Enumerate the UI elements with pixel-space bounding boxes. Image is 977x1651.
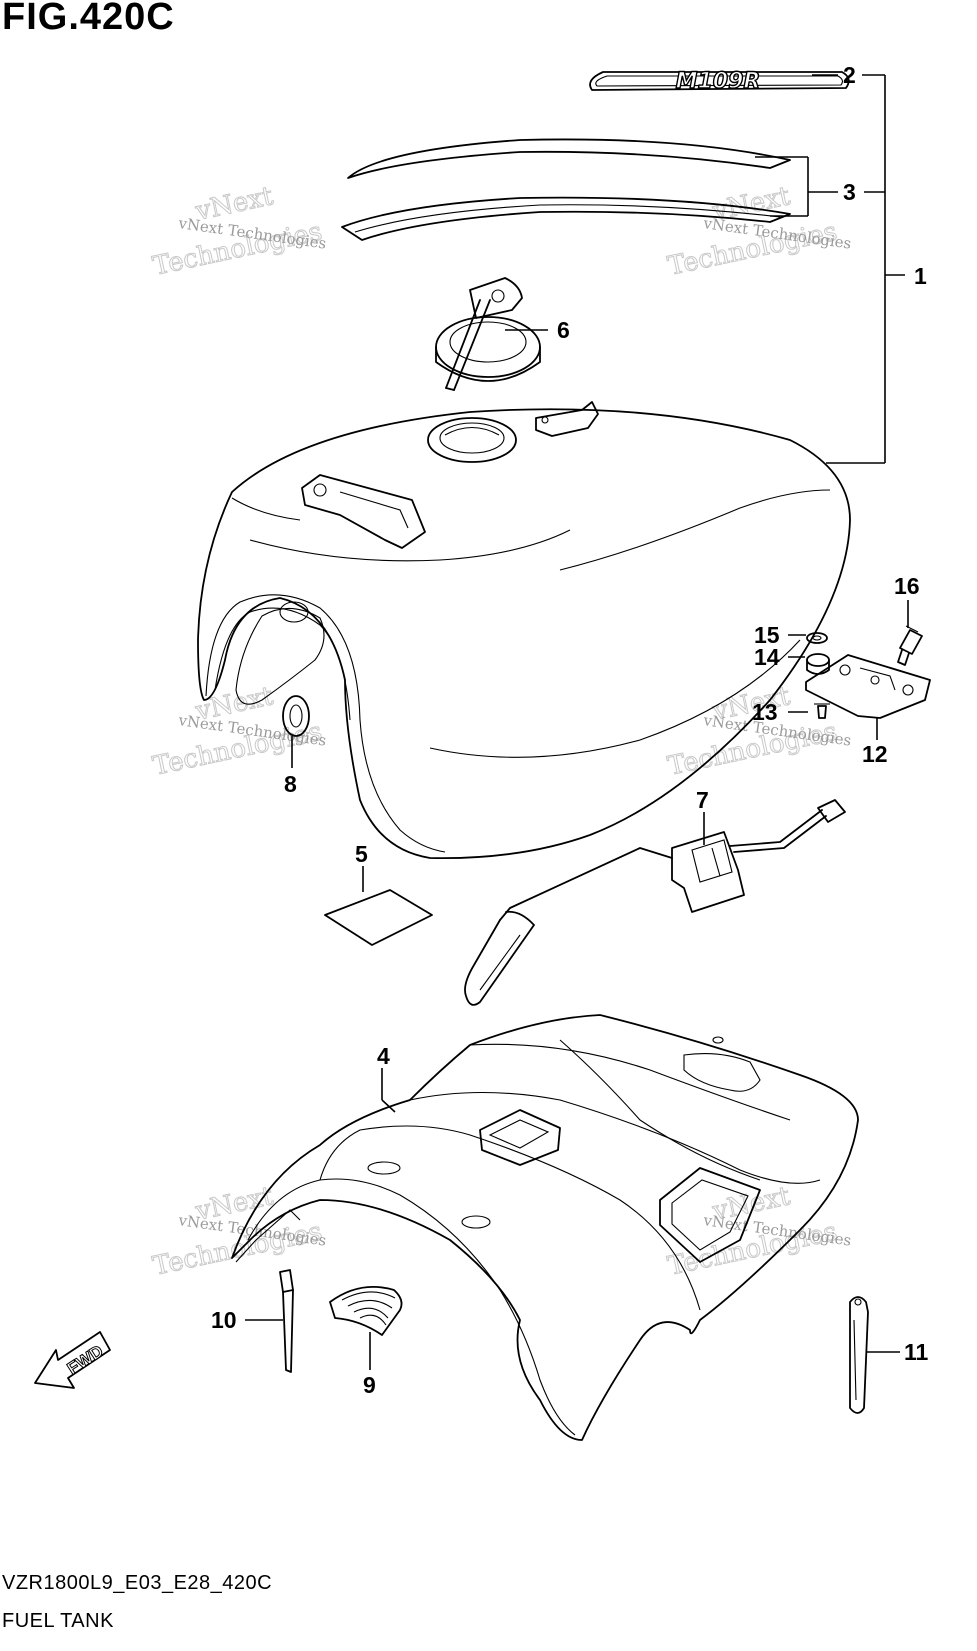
callout-14: 14 (754, 644, 780, 670)
watermark-mid-right: vNext Technologies vNext Technologies (665, 681, 853, 783)
watermark-mid-left: vNext Technologies vNext Technologies (150, 681, 328, 783)
callout-11: 11 (904, 1339, 929, 1365)
tank-cover-part (231, 1014, 859, 1441)
emblem-part: M109R (589, 68, 850, 95)
callout-13: 13 (752, 699, 778, 725)
watermark-top-left: vNext Technologies vNext Technologies (150, 181, 328, 283)
bolt-part (897, 625, 923, 666)
callout-16: 16 (894, 573, 920, 599)
washer-part (806, 632, 828, 644)
tie-band-part (279, 1269, 294, 1373)
fuel-tank-part (197, 401, 851, 860)
callout-12: 12 (862, 741, 888, 767)
fuel-cap-part (435, 277, 541, 391)
callout-1: 1 (914, 263, 927, 289)
holder-band-part (849, 1296, 869, 1414)
figure-title: FIG.420C (2, 0, 175, 38)
watermark-bottom-right: vNext Technologies vNext Technologies (665, 1181, 853, 1283)
cushion-strip-part (329, 1285, 403, 1336)
leader-lines (245, 74, 909, 1370)
figure-code: VZR1800L9_E03_E28_420C (2, 1572, 273, 1594)
svg-text:M109R: M109R (676, 69, 761, 94)
label-sheet-part (324, 889, 433, 946)
callout-5: 5 (355, 841, 368, 867)
cushion-part (806, 653, 830, 675)
fuel-gauge-part (464, 799, 846, 1006)
callout-7: 7 (696, 787, 709, 813)
watermark-top-right: vNext Technologies vNext Technologies (665, 181, 853, 283)
callout-3: 3 (843, 179, 856, 205)
callout-6: 6 (557, 317, 570, 343)
forward-direction-arrow: FWD (34, 1331, 111, 1389)
callout-8: 8 (284, 771, 297, 797)
tank-stripes-part (341, 138, 791, 241)
grommet-part (282, 695, 310, 737)
callout-10: 10 (211, 1307, 237, 1333)
callout-2: 2 (843, 62, 856, 88)
callout-15: 15 (754, 622, 780, 648)
bracket-part (805, 654, 931, 719)
screw-part (814, 703, 830, 719)
callout-9: 9 (363, 1372, 376, 1398)
watermark-bottom-left: vNext Technologies vNext Technologies (150, 1181, 328, 1283)
figure-name: FUEL TANK (2, 1610, 114, 1632)
svg-text:FWD: FWD (64, 1341, 107, 1378)
callout-4: 4 (377, 1043, 390, 1069)
